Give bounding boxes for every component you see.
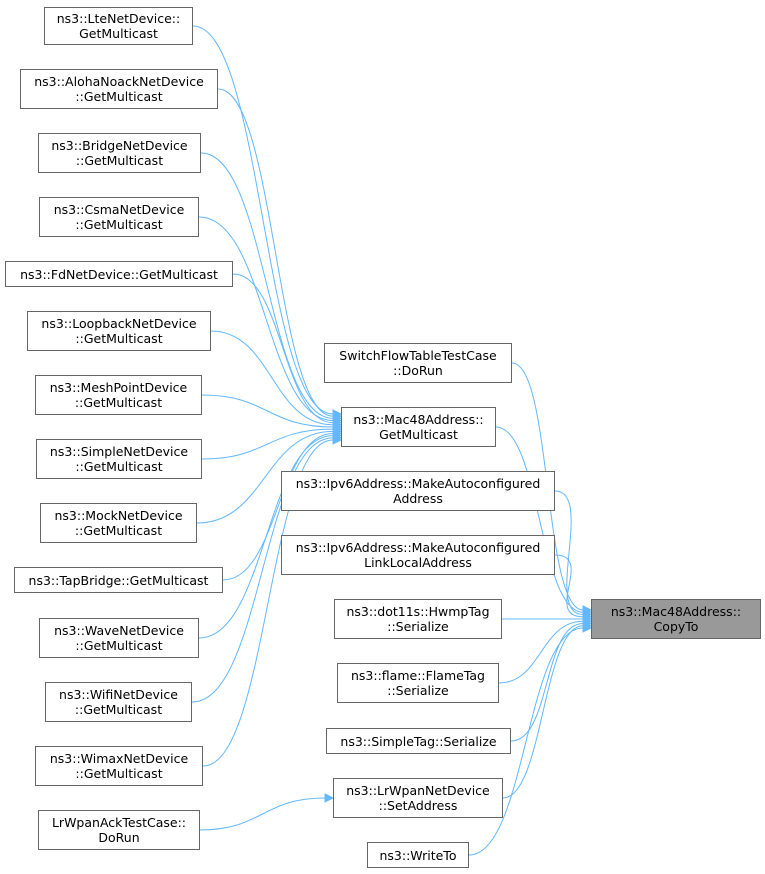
node-label-line1: ns3::dot11s::HwmpTag bbox=[346, 604, 490, 619]
node-label-line1: LrWpanAckTestCase:: bbox=[51, 815, 187, 830]
node-label-line2: Address bbox=[393, 491, 443, 506]
node-label-line1: ns3::flame::FlameTag bbox=[351, 668, 485, 683]
edge-arrowhead bbox=[332, 435, 343, 445]
node-label-line1: ns3::BridgeNetDevice bbox=[51, 138, 188, 153]
node-lrwpan-ack-test-case-do-run[interactable]: LrWpanAckTestCase::DoRun bbox=[38, 810, 200, 850]
node-flame-tag-serialize[interactable]: ns3::flame::FlameTag::Serialize bbox=[337, 663, 499, 703]
node-label-line2: ::GetMulticast bbox=[75, 153, 164, 168]
edge-simplend-to-mac48gm bbox=[201, 428, 334, 460]
node-label-line2: ::Serialize bbox=[387, 683, 449, 698]
node-wave-net-device-get-multicast[interactable]: ns3::WaveNetDevice::GetMulticast bbox=[39, 618, 199, 658]
node-label-line2: ::GetMulticast bbox=[75, 459, 163, 474]
node-mock-net-device-get-multicast[interactable]: ns3::MockNetDevice::GetMulticast bbox=[40, 503, 197, 543]
node-label-line1: ns3::WimaxNetDevice bbox=[49, 751, 189, 766]
edge-bridge-to-mac48gm bbox=[200, 152, 334, 419]
node-label-line2: ::DoRun bbox=[393, 363, 443, 378]
node-label-line1: ns3::AlohaNoackNetDevice bbox=[34, 74, 204, 89]
node-wifi-net-device-get-multicast[interactable]: ns3::WifiNetDevice::GetMulticast bbox=[45, 682, 192, 722]
node-label-line2: CopyTo bbox=[653, 619, 699, 634]
node-label-line2: ::GetMulticast bbox=[75, 89, 163, 104]
edge-lrack-to-lrwpan bbox=[199, 797, 326, 831]
node-label-line1: ns3::WaveNetDevice bbox=[54, 623, 184, 638]
node-bridge-net-device-get-multicast[interactable]: ns3::BridgeNetDevice::GetMulticast bbox=[38, 133, 201, 173]
edge-lte-to-mac48gm bbox=[192, 25, 334, 415]
edge-wifi-to-mac48gm bbox=[191, 437, 334, 703]
edge-arrowhead bbox=[324, 793, 335, 803]
node-label-line2: ::GetMulticast bbox=[75, 331, 163, 346]
node-aloha-noack-net-device-get-multicast[interactable]: ns3::AlohaNoackNetDevice::GetMulticast bbox=[20, 69, 218, 109]
node-label-line2: ::GetMulticast bbox=[75, 766, 163, 781]
node-label-line1: ns3::WifiNetDevice bbox=[59, 687, 178, 702]
edge-arrowhead bbox=[582, 623, 593, 633]
edge-aloha-to-mac48gm bbox=[217, 88, 334, 417]
node-label-line2: ::SetAddress bbox=[378, 798, 458, 813]
node-label-line2: ::GetMulticast bbox=[74, 523, 163, 538]
node-label-line1: ns3::CsmaNetDevice bbox=[53, 202, 185, 217]
edge-writeto-to-copyto bbox=[468, 627, 584, 856]
edge-wimax-to-mac48gm bbox=[202, 439, 334, 767]
node-label-line1: ns3::SimpleTag::Serialize bbox=[340, 733, 497, 749]
node-wimax-net-device-get-multicast[interactable]: ns3::WimaxNetDevice::GetMulticast bbox=[35, 746, 203, 786]
node-dot11s-hwmp-tag-serialize[interactable]: ns3::dot11s::HwmpTag::Serialize bbox=[334, 599, 502, 639]
node-label-line1: ns3::SimpleNetDevice bbox=[49, 444, 189, 459]
node-label-line2: ::GetMulticast bbox=[74, 702, 163, 717]
node-simple-net-device-get-multicast[interactable]: ns3::SimpleNetDevice::GetMulticast bbox=[36, 439, 202, 479]
node-label-line1: ns3::TapBridge::GetMulticast bbox=[28, 572, 209, 588]
node-tap-bridge-get-multicast[interactable]: ns3::TapBridge::GetMulticast bbox=[14, 567, 223, 593]
node-label-line1: ns3::MeshPointDevice bbox=[49, 380, 188, 395]
node-simple-tag-serialize[interactable]: ns3::SimpleTag::Serialize bbox=[326, 728, 511, 754]
edge-meshpoint-to-mac48gm bbox=[201, 394, 334, 428]
node-label-line1: ns3::Mac48Address:: bbox=[353, 412, 484, 427]
edge-tapbridge-to-mac48gm bbox=[222, 433, 334, 581]
node-loopback-net-device-get-multicast[interactable]: ns3::LoopbackNetDevice::GetMulticast bbox=[27, 311, 211, 351]
edge-csma-to-mac48gm bbox=[198, 216, 334, 421]
node-label-line2: GetMulticast bbox=[379, 427, 458, 442]
edge-fd-to-mac48gm bbox=[232, 273, 334, 424]
edge-ipv6ll-to-copyto bbox=[554, 554, 584, 618]
edge-simpletag-to-copyto bbox=[510, 623, 584, 742]
node-fd-net-device-get-multicast[interactable]: ns3::FdNetDevice::GetMulticast bbox=[5, 261, 233, 287]
node-label-line1: ns3::Mac48Address:: bbox=[610, 604, 742, 619]
node-label-line1: ns3::Ipv6Address::MakeAutoconfigured bbox=[295, 540, 541, 555]
node-mac48-address-get-multicast[interactable]: ns3::Mac48Address::GetMulticast bbox=[341, 407, 496, 447]
node-mac48-address-copy-to: ns3::Mac48Address::CopyTo bbox=[591, 599, 761, 639]
node-switch-flow-table-test-case-do-run[interactable]: SwitchFlowTableTestCase::DoRun bbox=[324, 343, 512, 383]
node-label-line1: ns3::MockNetDevice bbox=[54, 508, 183, 523]
node-csma-net-device-get-multicast[interactable]: ns3::CsmaNetDevice::GetMulticast bbox=[39, 197, 199, 237]
node-label-line2: ::GetMulticast bbox=[74, 395, 163, 410]
edge-mac48gm-to-copyto bbox=[495, 426, 584, 613]
edge-mock-to-mac48gm bbox=[196, 430, 334, 524]
node-label-line2: ::GetMulticast bbox=[75, 638, 163, 653]
edge-wave-to-mac48gm bbox=[198, 435, 334, 639]
node-label-line1: ns3::Ipv6Address::MakeAutoconfigured bbox=[295, 476, 541, 491]
node-label-line1: SwitchFlowTableTestCase bbox=[339, 348, 497, 363]
node-lte-net-device-get-multicast[interactable]: ns3::LteNetDevice::GetMulticast bbox=[44, 7, 193, 45]
node-label-line2: DoRun bbox=[98, 830, 140, 845]
node-label-line1: ns3::WriteTo bbox=[379, 847, 457, 863]
node-lrwpan-net-device-set-address[interactable]: ns3::LrWpanNetDevice::SetAddress bbox=[333, 778, 503, 818]
edge-ipv6auto-to-copyto bbox=[554, 490, 584, 615]
node-label-line1: ns3::LoopbackNetDevice bbox=[41, 316, 197, 331]
node-label-line2: ::GetMulticast bbox=[75, 217, 163, 232]
node-label-line1: ns3::LteNetDevice:: bbox=[56, 11, 181, 26]
node-label-line2: ::Serialize bbox=[387, 619, 449, 634]
node-label-line2: LinkLocalAddress bbox=[364, 555, 472, 570]
node-label-line2: GetMulticast bbox=[79, 26, 158, 41]
node-mesh-point-device-get-multicast[interactable]: ns3::MeshPointDevice::GetMulticast bbox=[35, 375, 202, 415]
node-write-to[interactable]: ns3::WriteTo bbox=[367, 842, 469, 868]
edge-flame-to-copyto bbox=[498, 620, 584, 684]
node-label-line1: ns3::FdNetDevice::GetMulticast bbox=[20, 266, 218, 282]
edge-loopback-to-mac48gm bbox=[210, 330, 334, 426]
edge-lrwpan-to-copyto bbox=[502, 625, 584, 799]
node-label-line1: ns3::LrWpanNetDevice bbox=[346, 783, 490, 798]
